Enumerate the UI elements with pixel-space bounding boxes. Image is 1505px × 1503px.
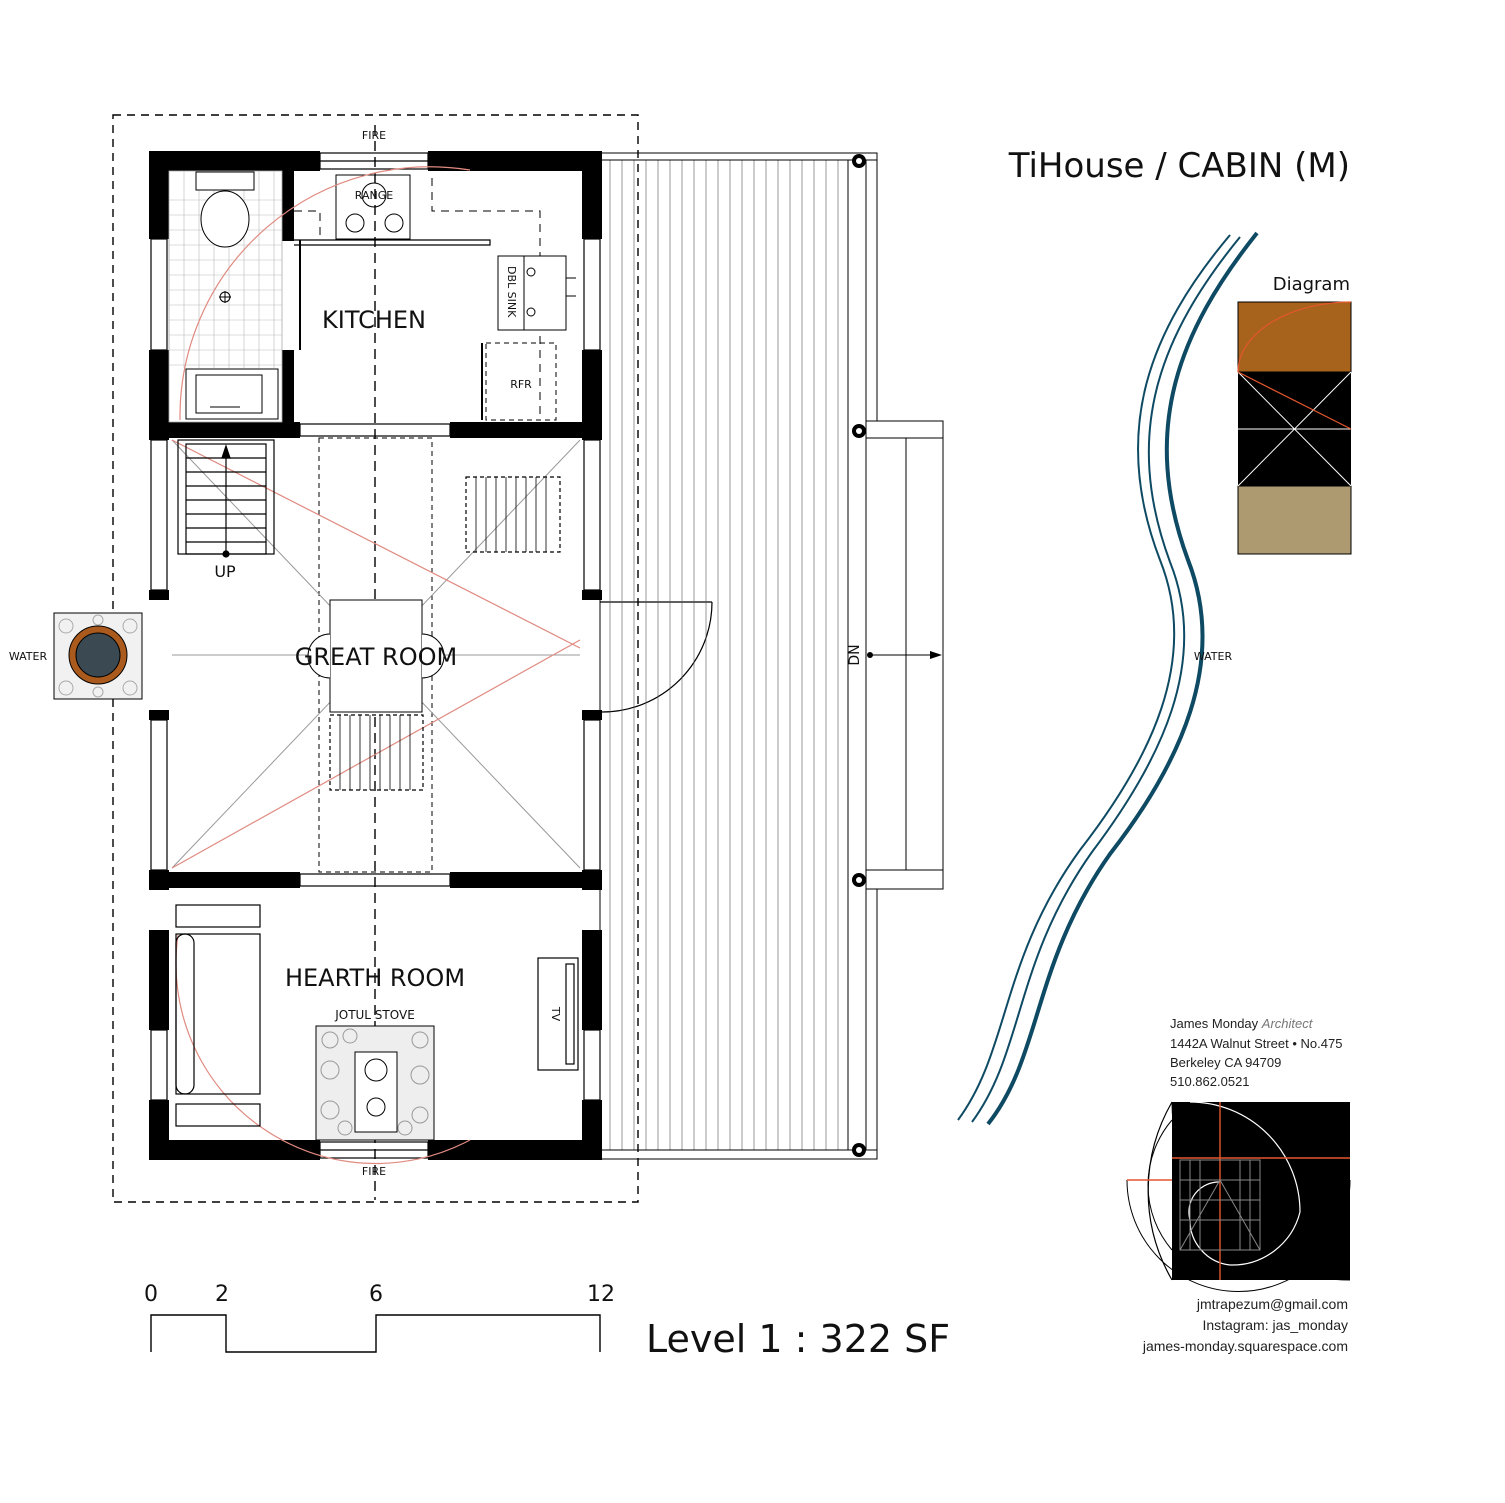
exterior-walls — [149, 151, 602, 1160]
architect-website: james-monday.squarespace.com — [1142, 1338, 1348, 1354]
label-rfr: RFR — [510, 378, 532, 391]
architect-name-line: James Monday Architect — [1170, 1016, 1314, 1031]
dining-table — [307, 599, 445, 713]
tv-cabinet — [537, 957, 579, 1071]
label-fire-top: FIRE — [362, 129, 386, 142]
scale-tick-12: 12 — [587, 1282, 615, 1307]
label-water-right: WATER — [1194, 650, 1233, 663]
label-tv: TV — [549, 1006, 562, 1022]
bathroom — [168, 170, 283, 423]
deck-door — [600, 601, 713, 713]
architect-role: Architect — [1261, 1016, 1314, 1031]
label-range: RANGE — [355, 189, 393, 202]
architect-instagram: Instagram: jas_monday — [1202, 1317, 1348, 1333]
kitchen-fixtures — [294, 174, 576, 421]
label-dbl-sink: DBL SINK — [505, 266, 518, 318]
scale-bar — [150, 1314, 601, 1353]
toilet-icon — [200, 190, 250, 248]
scale-tick-2: 2 — [215, 1282, 229, 1307]
hearth-furniture — [175, 904, 579, 1127]
architect-email: jmtrapezum@gmail.com — [1196, 1296, 1348, 1312]
scale-tick-0: 0 — [144, 1282, 158, 1307]
architect-address1: 1442A Walnut Street • No.475 — [1170, 1036, 1342, 1051]
diagram-label: Diagram — [1273, 274, 1350, 295]
room-label-great-room: GREAT ROOM — [295, 643, 457, 671]
scale-tick-6: 6 — [369, 1282, 383, 1307]
bath-sink-icon — [195, 374, 263, 414]
room-label-hearth-room: HEARTH ROOM — [285, 964, 465, 992]
room-label-kitchen: KITCHEN — [322, 306, 426, 334]
refrigerator-icon — [485, 342, 557, 421]
architect-address2: Berkeley CA 94709 — [1170, 1055, 1281, 1070]
skylights — [329, 476, 561, 791]
architect-name: James Monday — [1170, 1016, 1259, 1031]
label-up: UP — [214, 562, 236, 581]
page-title: TiHouse / CABIN (M) — [1008, 146, 1350, 186]
jotul-stove — [315, 1025, 435, 1141]
label-dn: DN — [847, 644, 863, 665]
deck — [599, 152, 944, 1160]
level-label: Level 1 : 322 SF — [646, 1317, 950, 1361]
label-fire-bottom: FIRE — [362, 1165, 386, 1178]
color-diagram — [1237, 301, 1352, 555]
stairs — [177, 439, 275, 558]
architect-phone: 510.862.0521 — [1170, 1074, 1250, 1089]
architect-logo — [1126, 1101, 1351, 1292]
label-water-left: WATER — [9, 650, 48, 663]
well — [53, 612, 143, 700]
river — [957, 231, 1259, 1126]
label-jotul-stove: JOTUL STOVE — [334, 1008, 415, 1022]
